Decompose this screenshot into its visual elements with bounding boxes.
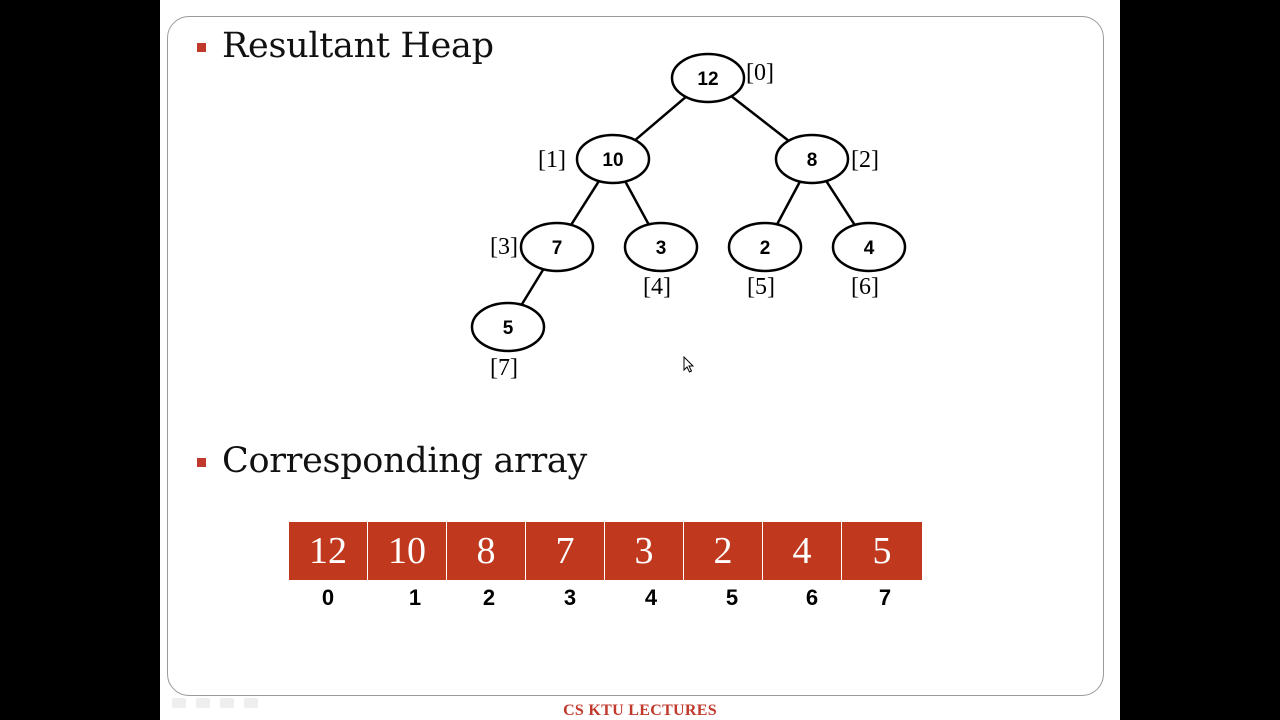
tree-node-index: [5] [747, 274, 775, 300]
heading-resultant-heap: Resultant Heap [222, 26, 494, 66]
array-indices: 0 1 2 3 4 5 6 7 [0, 585, 1280, 615]
tree-node-index: [4] [643, 274, 671, 300]
slide-nav-controls [172, 698, 258, 708]
array-index-label: 2 [482, 585, 496, 610]
array-cell: 2 [684, 522, 763, 580]
tree-node: 4 [831, 221, 907, 273]
tree-node: 7 [519, 221, 595, 273]
array-index-label: 6 [805, 585, 819, 610]
tree-edge [825, 180, 856, 226]
array-cell: 4 [763, 522, 842, 580]
tree-node-value: 5 [503, 318, 514, 339]
tree-node-circle [670, 52, 746, 104]
tree-node-circle [774, 133, 850, 185]
tree-node-circle [470, 301, 546, 353]
tree-node-index: [0] [746, 60, 774, 86]
tree-edge [520, 268, 545, 306]
tree-node-index: [3] [490, 234, 518, 260]
array-cell: 10 [368, 522, 447, 580]
tree-node-index: [6] [851, 274, 879, 300]
array-cell: 8 [447, 522, 526, 580]
tree-edge [775, 181, 802, 225]
prev-arrow-icon [172, 698, 186, 708]
mouse-pointer-icon [683, 356, 695, 373]
slides-icon [220, 698, 234, 708]
tree-node-value: 10 [602, 150, 623, 171]
tree-edge [730, 95, 790, 142]
tree-edge [634, 95, 687, 142]
tree-node: 3 [623, 221, 699, 273]
bullet-icon [197, 43, 206, 52]
tree-node-circle [519, 221, 595, 273]
tree-node: 5 [470, 301, 546, 353]
tree-edge [570, 180, 600, 226]
array-index-label: 0 [321, 585, 335, 610]
array-cell: 3 [605, 522, 684, 580]
tree-node-index: [7] [490, 355, 518, 381]
array-index-label: 5 [725, 585, 739, 610]
tree-node-value: 7 [552, 238, 563, 259]
tree-node: 12 [670, 52, 746, 104]
tree-node-value: 4 [864, 238, 875, 259]
tree-node: 2 [727, 221, 803, 273]
tree-node-value: 2 [760, 238, 771, 259]
array-index-label: 3 [563, 585, 577, 610]
tree-node-circle [623, 221, 699, 273]
tree-node: 10 [575, 133, 651, 185]
tree-node-circle [831, 221, 907, 273]
tree-node-index: [2] [851, 147, 879, 173]
array-index-label: 7 [878, 585, 892, 610]
array-index-label: 1 [408, 585, 422, 610]
slide-frame [167, 16, 1104, 696]
tree-node-index: [1] [538, 147, 566, 173]
array-index-label: 4 [644, 585, 658, 610]
next-arrow-icon [244, 698, 258, 708]
tree-node-circle [727, 221, 803, 273]
array-cell: 5 [842, 522, 922, 580]
footer-text: CS KTU LECTURES [563, 702, 717, 719]
tree-node-value: 8 [807, 150, 818, 171]
tree-node-value: 3 [656, 238, 667, 259]
heading-corresponding-array: Corresponding array [222, 441, 587, 481]
pen-icon [196, 698, 210, 708]
tree-edge [624, 180, 650, 226]
array-cell: 12 [289, 522, 368, 580]
tree-node: 8 [774, 133, 850, 185]
tree-node-circle [575, 133, 651, 185]
tree-node-value: 12 [697, 69, 718, 90]
array-cell: 7 [526, 522, 605, 580]
bullet-icon [197, 458, 206, 467]
